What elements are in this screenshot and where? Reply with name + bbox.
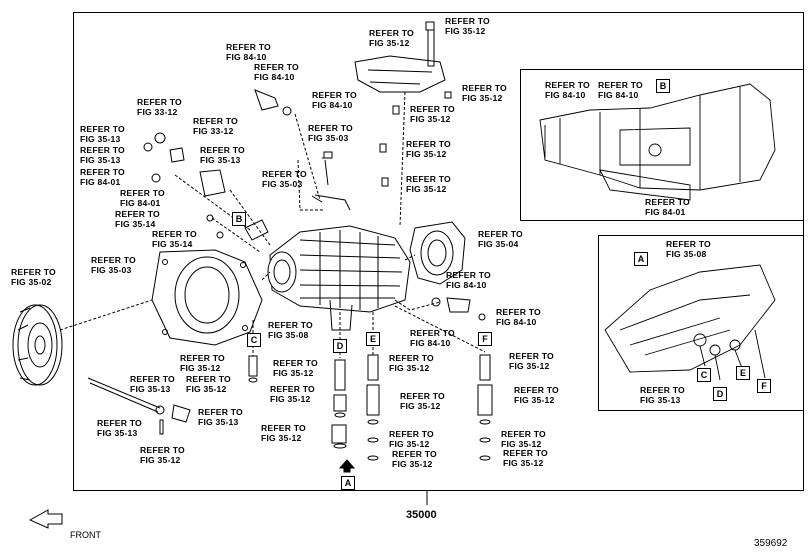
box-b-main: B <box>232 212 246 226</box>
accumulator-f <box>477 354 493 461</box>
accumulator-d <box>331 359 347 449</box>
transmission-assembly <box>267 225 411 331</box>
torque-converter <box>12 304 63 386</box>
figure-code: 359692 <box>754 538 788 549</box>
box-b-inset: B <box>656 79 670 93</box>
inset-a-valve-body <box>604 264 776 381</box>
accumulator-c <box>248 355 258 383</box>
accumulator-e <box>366 354 380 461</box>
box-f-main: F <box>478 332 492 346</box>
box-f-inset: F <box>757 379 771 393</box>
box-d-main: D <box>333 339 347 353</box>
box-c-main: C <box>247 333 261 347</box>
input-shaft <box>87 377 165 415</box>
bolts <box>323 21 452 187</box>
front-arrow-icon <box>28 509 63 529</box>
box-a-main: A <box>341 476 355 490</box>
box-d-inset: D <box>713 387 727 401</box>
solenoid-parts <box>143 89 486 435</box>
inset-b-transmission <box>539 83 776 201</box>
box-e-main: E <box>366 332 380 346</box>
valve-body-plate <box>354 29 446 93</box>
assembly-part-number: 35000 <box>406 509 437 521</box>
front-label: FRONT <box>70 530 101 540</box>
box-e-inset: E <box>736 366 750 380</box>
extension-housing <box>409 221 466 285</box>
converter-housing <box>151 249 263 346</box>
box-c-inset: C <box>697 368 711 382</box>
up-arrow-icon <box>338 459 356 473</box>
box-a-inset: A <box>634 252 648 266</box>
